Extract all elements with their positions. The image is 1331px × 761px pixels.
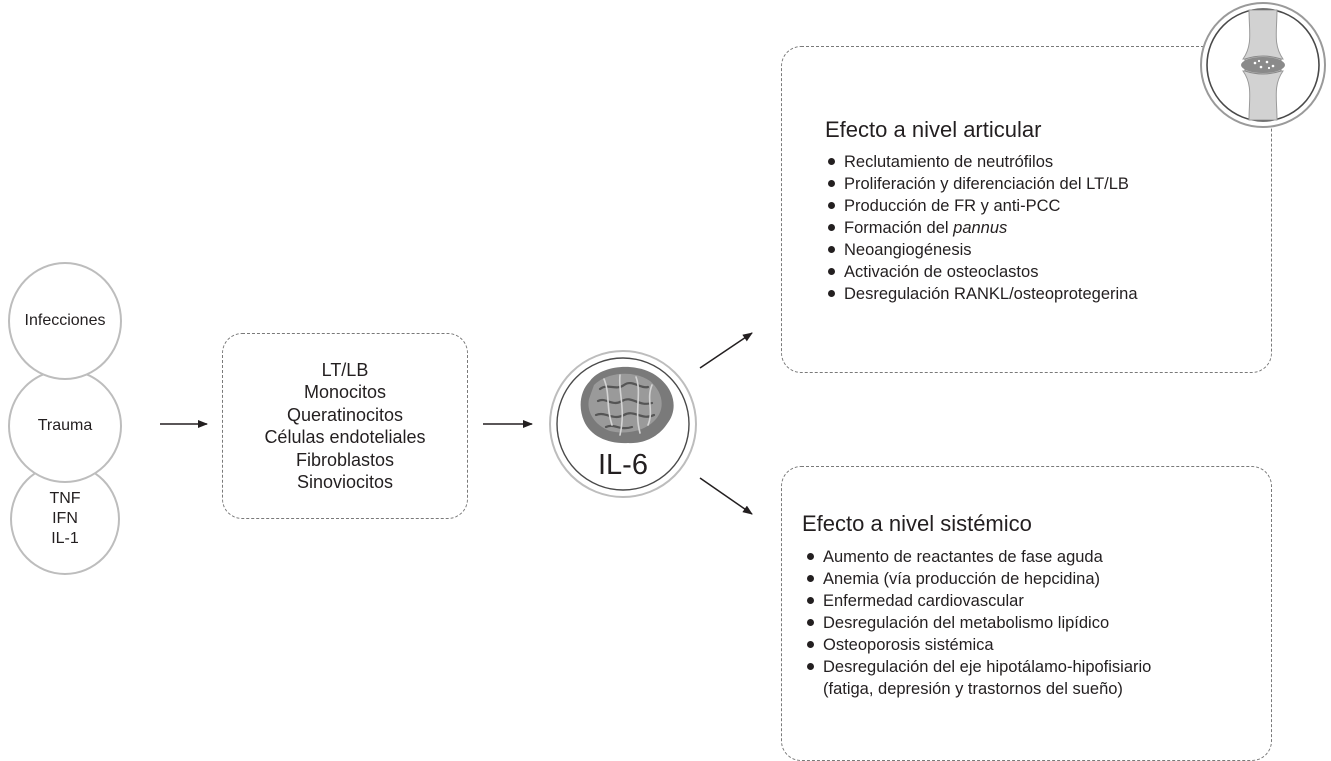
cell-source-item: Células endoteliales [264,427,426,447]
joint-icon [1200,2,1326,128]
list-item-text: Desregulación del eje hipotálamo-hipofis… [823,658,1152,676]
il6-label: IL-6 [598,449,648,481]
bullet-icon [828,224,835,231]
list-item-text: Producción de FR y anti-PCC [844,197,1061,215]
list-item-text: Proliferación y diferenciación del LT/LB [844,175,1129,193]
cell-source-item: Queratinocitos [286,404,404,425]
bullet-icon [828,180,835,187]
list-item-text: Desregulación del metabolismo lipídico [823,614,1110,632]
list-item-text: (fatiga, depresión y trastornos del sueñ… [823,680,1123,698]
trigger-cytokines-line-1: TNF [49,490,81,507]
bullet-icon [828,290,835,297]
systemic-effects-list: Aumento de reactantes de fase aguda Anem… [805,546,1151,700]
cell-source-item: Fibroblastos [295,449,395,470]
trigger-infections-label: Infecciones [24,312,106,329]
pannus-prefix: Formación del [844,219,954,237]
list-item: Desregulación del eje hipotálamo-hipofis… [805,656,1151,678]
trigger-trauma-label: Trauma [37,417,93,434]
cell-sources-list: LT/LB Monocitos Queratinocitos Células e… [264,359,425,494]
list-item: Aumento de reactantes de fase aguda [805,546,1151,568]
joint-effects-box [781,46,1272,373]
list-item-continuation: (fatiga, depresión y trastornos del sueñ… [805,678,1151,700]
protein-structure-icon [580,366,674,444]
list-item-text: Enfermedad cardiovascular [823,592,1024,610]
il6-node: IL-6 [548,349,698,499]
trigger-infections: Infecciones [8,262,122,380]
bullet-icon [828,268,835,275]
joint-effects-title: Efecto a nivel articular [825,117,1042,142]
list-item-text: Activación de osteoclastos [844,263,1039,281]
bullet-icon [807,575,814,582]
list-item: Activación de osteoclastos [826,261,1138,283]
arrows-layer [160,332,753,515]
list-item: Enfermedad cardiovascular [805,590,1151,612]
trigger-cytokines-line-3: IL-1 [51,530,79,547]
trigger-cytokines-line-2: IFN [52,510,78,527]
cell-source-item: LT/LB [321,359,369,380]
bullet-icon [828,246,835,253]
list-item-text: Neoangiogénesis [844,241,972,259]
list-item: Osteoporosis sistémica [805,634,1151,656]
list-item: Proliferación y diferenciación del LT/LB [826,173,1138,195]
list-item: Anemia (vía producción de hepcidina) [805,568,1151,590]
il6-circle [549,350,697,498]
list-item-text: Desregulación RANKL/osteoprotegerina [844,285,1138,303]
cell-sources-box: LT/LB Monocitos Queratinocitos Células e… [222,333,468,519]
list-item-text: Aumento de reactantes de fase aguda [823,548,1103,566]
bullet-icon [807,663,814,670]
list-item-text: Reclutamiento de neutrófilos [844,153,1054,171]
bullet-icon [828,202,835,209]
bullet-icon [807,553,814,560]
list-item: Producción de FR y anti-PCC [826,195,1138,217]
bullet-icon [807,619,814,626]
list-item: Formación del pannus [826,217,1138,239]
trigger-trauma: Trauma [8,369,122,483]
list-item: Neoangiogénesis [826,239,1138,261]
list-item: Desregulación RANKL/osteoprotegerina [826,283,1138,305]
joint-effects-list: Reclutamiento de neutrófilos Proliferaci… [826,151,1138,305]
cell-source-item: Sinoviocitos [296,472,394,492]
list-item: Reclutamiento de neutrófilos [826,151,1138,173]
bullet-icon [828,158,835,165]
bullet-icon [807,641,814,648]
pannus-term: pannus [953,219,1008,237]
arrow-il6-to-systemic [699,477,753,515]
cell-source-item: Monocitos [303,382,387,402]
list-item-text: Anemia (vía producción de hepcidina) [823,570,1100,588]
arrow-il6-to-joint [699,332,753,369]
list-item-text: Osteoporosis sistémica [823,636,994,654]
bullet-icon [807,597,814,604]
systemic-effects-title: Efecto a nivel sistémico [802,511,1032,536]
list-item: Desregulación del metabolismo lipídico [805,612,1151,634]
